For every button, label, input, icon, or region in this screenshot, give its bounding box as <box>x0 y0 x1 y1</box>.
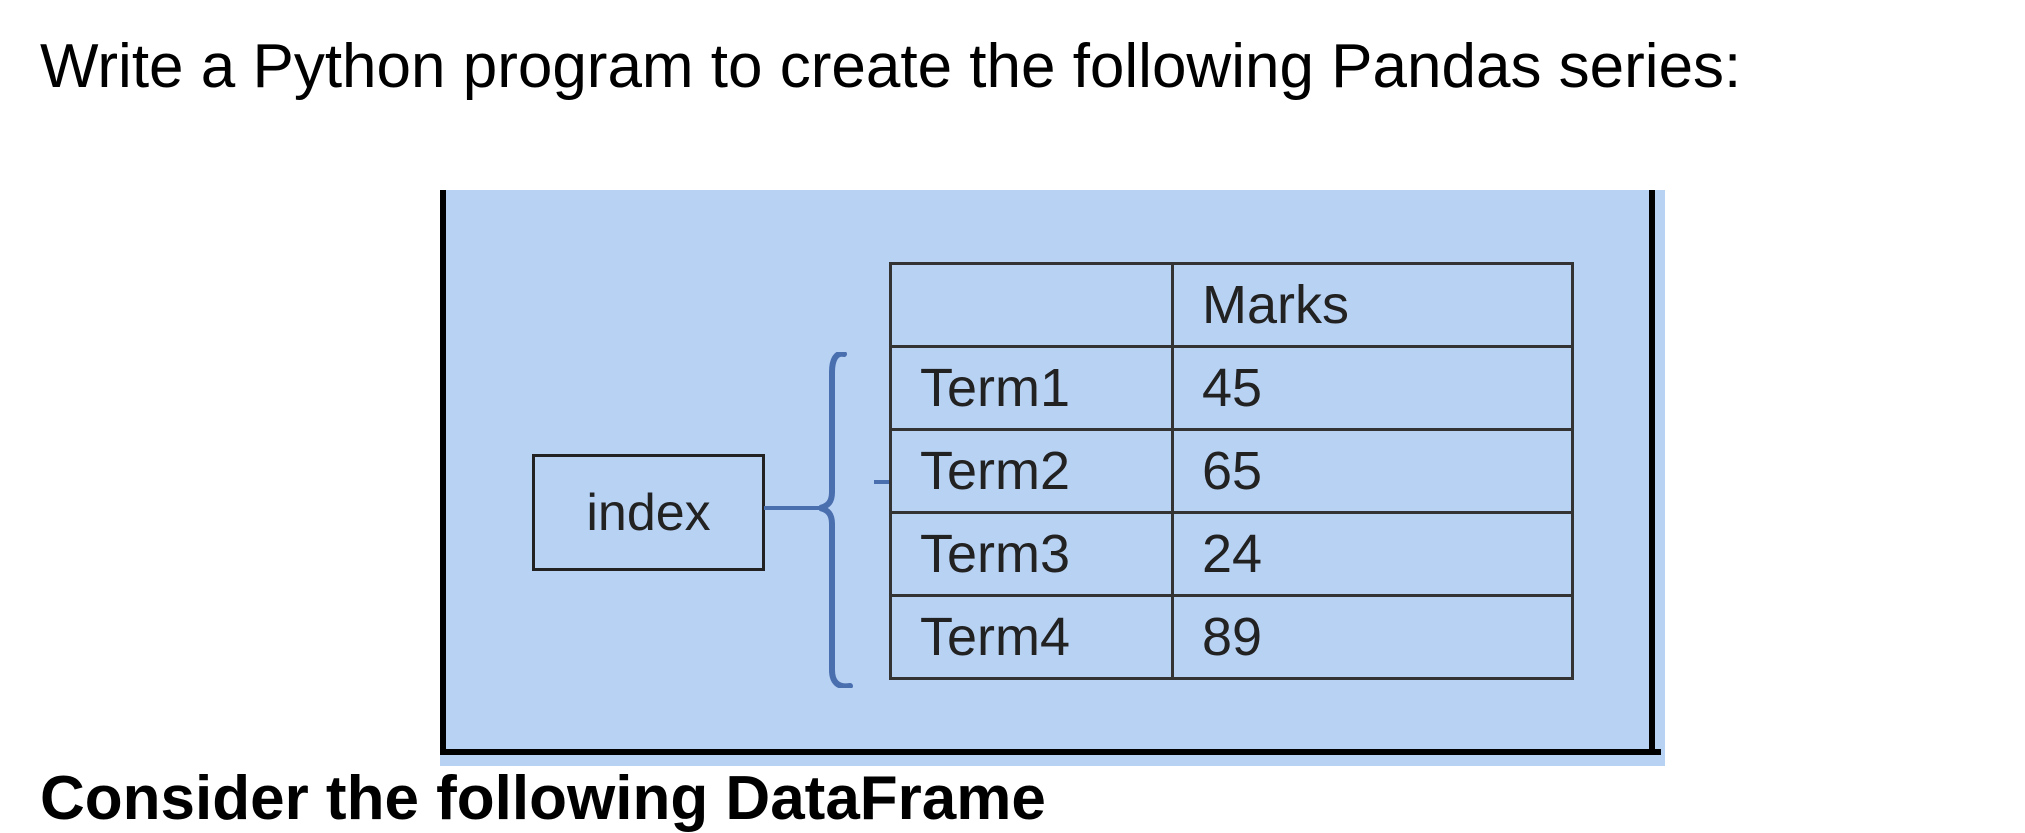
next-question-text: Consider the following DataFrame <box>40 764 1046 833</box>
table-header-row: Marks <box>889 262 1574 348</box>
table-row: Term4 89 <box>889 594 1574 680</box>
index-label-box: index <box>532 454 765 571</box>
series-figure: index Marks Term1 45 Term2 65 Term3 24 T… <box>440 190 1665 766</box>
table-row: Term2 65 <box>889 428 1574 514</box>
row-value-cell: 24 <box>1171 511 1574 597</box>
row-index-cell: Term3 <box>889 511 1174 597</box>
header-index-cell <box>889 262 1174 348</box>
row-value-cell: 45 <box>1171 345 1574 431</box>
table-row: Term1 45 <box>889 345 1574 431</box>
table-row: Term3 24 <box>889 511 1574 597</box>
row-value-cell: 65 <box>1171 428 1574 514</box>
question-text: Write a Python program to create the fol… <box>40 32 1742 101</box>
figure-border-right <box>1649 190 1655 755</box>
curly-brace-icon <box>764 352 890 688</box>
row-index-cell: Term4 <box>889 594 1174 680</box>
row-index-cell: Term2 <box>889 428 1174 514</box>
header-marks-cell: Marks <box>1171 262 1574 348</box>
series-table: Marks Term1 45 Term2 65 Term3 24 Term4 8… <box>889 262 1574 680</box>
row-index-cell: Term1 <box>889 345 1174 431</box>
figure-border-left <box>440 190 446 755</box>
row-value-cell: 89 <box>1171 594 1574 680</box>
figure-border-bottom <box>440 749 1661 755</box>
index-label: index <box>586 483 711 542</box>
